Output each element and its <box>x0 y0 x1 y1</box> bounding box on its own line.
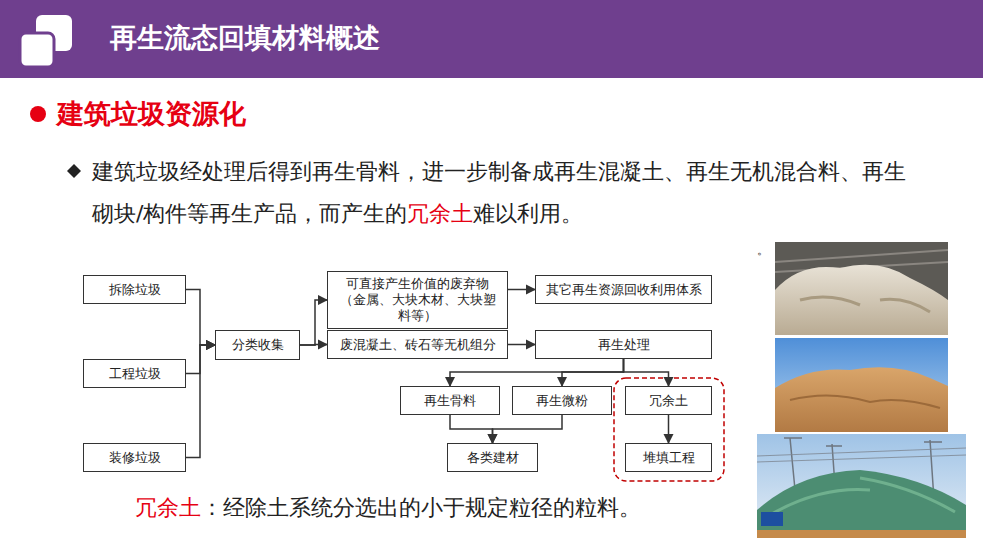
process-box: 其它再生资源回收利用体系 <box>535 275 712 304</box>
flow-arrow <box>508 289 535 291</box>
process-box: 工程垃圾 <box>83 359 186 388</box>
process-box: 分类收集 <box>215 330 300 360</box>
intro-paragraph: 建筑垃圾经处理后得到再生骨料，进一步制备成再生混凝土、再生无机混合料、再生砌块/… <box>92 151 922 235</box>
photo-covered-pile <box>757 434 966 538</box>
flow-arrow <box>450 359 624 386</box>
process-box: 装修垃圾 <box>83 443 186 472</box>
bullet-dot <box>30 106 46 122</box>
box-text: 再生处理 <box>598 337 650 353</box>
process-box: 可直接产生价值的废弃物（金属、大块木材、大块塑料等） <box>327 271 508 329</box>
box-text: 废混凝土、砖石等无机组分 <box>340 337 496 353</box>
flow-arrow <box>300 300 327 345</box>
process-box: 再生处理 <box>535 330 712 359</box>
header-bar <box>0 0 983 78</box>
dashed-highlight <box>614 378 724 481</box>
definition-caption: 冗余土：经除土系统分选出的小于规定粒径的粒料。 <box>135 491 641 525</box>
flow-arrow <box>624 359 669 386</box>
photo-sand-pile <box>775 338 948 432</box>
highlight-term: 冗余土 <box>407 201 473 226</box>
flow-arrow <box>186 290 215 346</box>
process-box: 再生骨料 <box>400 386 500 415</box>
stray-mark: 。 <box>757 243 769 257</box>
photo-shed-pile <box>775 242 948 335</box>
box-text: 可直接产生价值的废弃物（金属、大块木材、大块塑料等） <box>334 276 501 324</box>
box-text: 冗余土 <box>649 393 688 409</box>
slide-title: 再生流态回填材料概述 <box>110 19 380 57</box>
box-text: 再生骨料 <box>424 393 476 409</box>
diamond-bullet <box>67 164 81 178</box>
section-heading: 建筑垃圾资源化 <box>57 96 246 132</box>
process-box: 各类建材 <box>447 443 538 472</box>
flow-arrow <box>300 344 327 346</box>
box-text: 拆除垃圾 <box>109 282 161 298</box>
box-text: 再生微粉 <box>536 393 588 409</box>
process-box: 废混凝土、砖石等无机组分 <box>327 330 508 359</box>
flow-arrow <box>450 415 493 443</box>
highlight-term: 冗余土 <box>135 495 201 520</box>
process-box: 冗余土 <box>625 386 712 415</box>
box-text: 分类收集 <box>232 337 284 353</box>
paragraph-text: 难以利用。 <box>473 201 583 226</box>
definition-text: ：经除土系统分选出的小于规定粒径的粒料。 <box>201 495 641 520</box>
box-text: 其它再生资源回收利用体系 <box>546 282 702 298</box>
box-text: 各类建材 <box>467 450 519 466</box>
flow-arrow <box>186 345 215 458</box>
box-text: 装修垃圾 <box>109 450 161 466</box>
process-box: 再生微粉 <box>512 386 612 415</box>
flow-arrow <box>562 359 624 386</box>
header-icon <box>20 15 72 67</box>
box-text: 工程垃圾 <box>109 366 161 382</box>
flow-arrow <box>508 344 535 346</box>
process-box: 堆填工程 <box>625 443 712 472</box>
process-box: 拆除垃圾 <box>83 275 186 304</box>
flow-arrow <box>668 415 670 443</box>
box-text: 堆填工程 <box>643 450 695 466</box>
flow-arrow <box>493 415 563 443</box>
